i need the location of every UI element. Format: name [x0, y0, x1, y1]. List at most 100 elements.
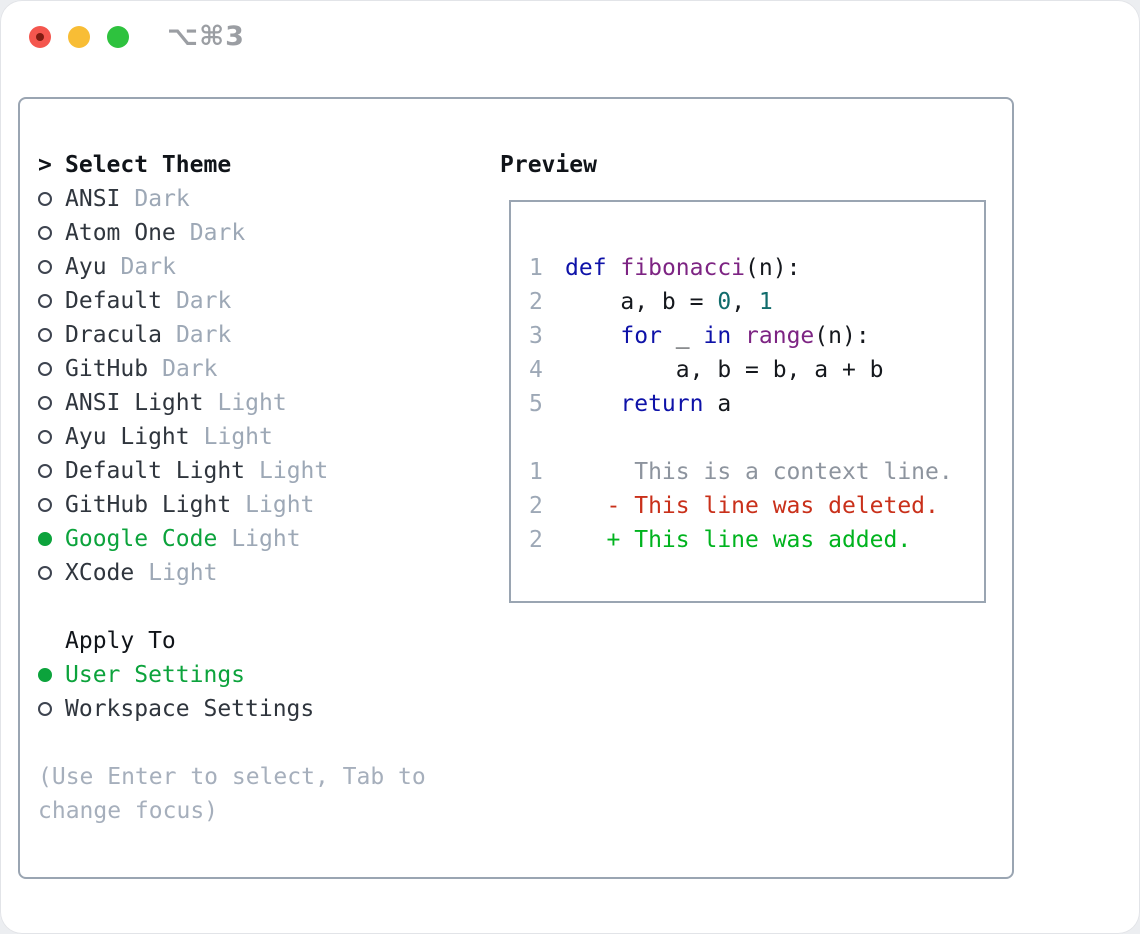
line-number: 3 [529, 323, 543, 349]
theme-name: Default Light [65, 458, 246, 484]
theme-variant-label: Light [245, 492, 315, 518]
diff-line-del: 2 - This line was deleted. [511, 489, 984, 523]
code-line: 3 for _ in range(n): [511, 319, 984, 353]
theme-variant-label: Dark [189, 220, 246, 246]
theme-name: ANSI Light [65, 390, 204, 416]
theme-variant-label: Dark [175, 288, 232, 314]
radio-selected-icon [38, 668, 65, 682]
apply-option-user-settings[interactable]: User Settings [38, 658, 426, 692]
cursor-indicator: > [38, 152, 52, 178]
line-number: 5 [529, 391, 543, 417]
theme-option-github-light[interactable]: GitHub Light Light [38, 488, 426, 522]
theme-name: GitHub Light [65, 492, 232, 518]
code-line: 1 def fibonacci(n): [511, 251, 984, 285]
theme-variant-label: Light [203, 424, 273, 450]
theme-option-default[interactable]: Default Dark [38, 284, 426, 318]
code-line-content: return a [620, 391, 732, 417]
theme-variant-label: Light [231, 526, 301, 552]
radio-icon [38, 566, 65, 580]
preview-blank-line [511, 421, 984, 455]
theme-option-google-code[interactable]: Google Code Light [38, 522, 426, 556]
theme-variant-label: Light [217, 390, 287, 416]
radio-icon [38, 498, 65, 512]
theme-option-github[interactable]: GitHub Dark [38, 352, 426, 386]
close-button[interactable] [29, 26, 51, 48]
theme-option-default-light[interactable]: Default Light Light [38, 454, 426, 488]
code-line-content: a, b = 0, 1 [565, 289, 773, 315]
apply-to-header-row: Apply To [38, 624, 426, 658]
code-line-content: def fibonacci(n): [565, 255, 801, 281]
radio-icon [38, 192, 65, 206]
radio-icon [38, 362, 65, 376]
code-line-content: a, b = b, a + b [565, 357, 884, 383]
line-number: 4 [529, 357, 543, 383]
code-line: 2 a, b = 0, 1 [511, 285, 984, 319]
diff-line-add: 2 + This line was added. [511, 523, 984, 557]
diff-line-content: - This line was deleted. [565, 493, 939, 519]
theme-variant-label: Dark [134, 186, 190, 212]
radio-icon [38, 226, 65, 240]
theme-name: Default [65, 288, 162, 314]
close-button-dot-icon [36, 33, 44, 41]
theme-variant-label: Dark [120, 254, 176, 280]
theme-option-xcode[interactable]: XCode Light [38, 556, 426, 590]
diff-preview: 1 This is a context line.2 - This line w… [511, 455, 984, 557]
diff-line-ctx: 1 This is a context line. [511, 455, 984, 489]
help-text-line: (Use Enter to select, Tab to [38, 764, 426, 790]
theme-name: Ayu [65, 254, 107, 280]
titlebar: ⌥⌘3 [0, 0, 1140, 97]
radio-icon [38, 328, 65, 342]
diff-line-content: + This line was added. [565, 527, 912, 553]
radio-icon [38, 294, 65, 308]
theme-name: ANSI [65, 186, 121, 212]
help-text: (Use Enter to select, Tab to change focus… [38, 760, 426, 828]
code-line: 4 a, b = b, a + b [511, 353, 984, 387]
line-number: 1 [529, 255, 543, 281]
theme-variant-label: Dark [162, 356, 218, 382]
select-theme-title: Select Theme [65, 152, 232, 178]
line-number: 2 [529, 493, 543, 519]
apply-option-label: User Settings [65, 662, 246, 688]
theme-option-ayu-light[interactable]: Ayu Light Light [38, 420, 426, 454]
theme-variant-label: Light [148, 560, 218, 586]
apply-to-title: Apply To [65, 628, 176, 654]
theme-name: Dracula [65, 322, 162, 348]
preview-title: Preview [500, 152, 597, 178]
theme-option-ayu[interactable]: Ayu Dark [38, 250, 426, 284]
theme-option-ansi-light[interactable]: ANSI Light Light [38, 386, 426, 420]
theme-variant-label: Light [259, 458, 329, 484]
theme-name: Ayu Light [65, 424, 190, 450]
radio-selected-icon [38, 532, 65, 546]
theme-variant-label: Dark [175, 322, 232, 348]
apply-option-label: Workspace Settings [65, 696, 315, 722]
diff-line-content: This is a context line. [565, 459, 953, 485]
maximize-button[interactable] [107, 26, 129, 48]
radio-icon [38, 430, 65, 444]
radio-icon [38, 702, 65, 716]
radio-icon [38, 464, 65, 478]
theme-name: Google Code [65, 526, 218, 552]
window-shortcut-label: ⌥⌘3 [167, 21, 245, 52]
line-number: 1 [529, 459, 543, 485]
line-number: 2 [529, 527, 543, 553]
minimize-button[interactable] [68, 26, 90, 48]
theme-option-ansi[interactable]: ANSI Dark [38, 182, 426, 216]
help-text-line: change focus) [38, 798, 219, 824]
radio-icon [38, 260, 65, 274]
apply-option-workspace-settings[interactable]: Workspace Settings [38, 692, 426, 726]
theme-name: XCode [65, 560, 135, 586]
select-theme-header-row: > Select Theme [38, 148, 426, 182]
code-line: 5 return a [511, 387, 984, 421]
line-number: 2 [529, 289, 543, 315]
theme-name: Atom One [65, 220, 176, 246]
theme-option-dracula[interactable]: Dracula Dark [38, 318, 426, 352]
theme-name: GitHub [65, 356, 149, 382]
theme-option-atom-one[interactable]: Atom One Dark [38, 216, 426, 250]
